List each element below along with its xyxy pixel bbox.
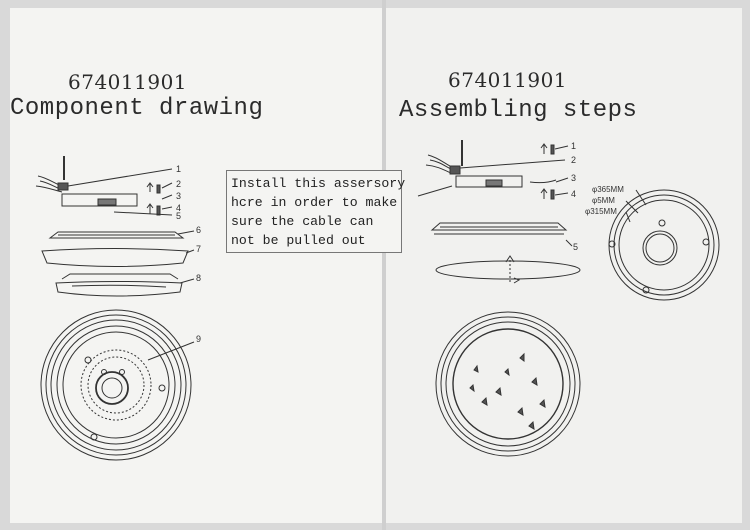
step-number-5: 5 bbox=[573, 242, 578, 252]
left-cable-assembly bbox=[35, 156, 173, 216]
left-model-number: 674011901 bbox=[68, 70, 188, 94]
right-mounting-plate bbox=[608, 189, 720, 301]
right-cable-assembly bbox=[417, 140, 569, 200]
right-model-number: 674011901 bbox=[448, 68, 568, 92]
cable-clamp-note: Install this assersory hcre in order to … bbox=[226, 170, 406, 253]
part-number-2: 2 bbox=[176, 179, 181, 189]
dimension-outer: φ365MM bbox=[592, 185, 624, 194]
note-line-4: not be pulled out bbox=[231, 233, 366, 248]
right-plan-view bbox=[435, 311, 581, 457]
part-number-7: 7 bbox=[196, 244, 201, 254]
part-number-3: 3 bbox=[176, 191, 181, 201]
right-diffuser bbox=[435, 255, 581, 284]
step-number-3: 3 bbox=[571, 173, 576, 183]
part-number-5: 5 bbox=[176, 211, 181, 221]
step-number-4: 4 bbox=[571, 189, 576, 199]
right-page-title: Assembling steps bbox=[399, 97, 638, 124]
step-number-2: 2 bbox=[571, 155, 576, 165]
left-ring-6 bbox=[48, 230, 195, 239]
part-number-9: 9 bbox=[196, 334, 201, 344]
left-base-8 bbox=[55, 273, 195, 297]
page-fold bbox=[382, 0, 386, 530]
left-plan-view-9 bbox=[40, 309, 195, 461]
note-line-2: hcre in order to make bbox=[231, 195, 398, 210]
right-ring-5 bbox=[430, 222, 573, 247]
note-line-1: Install this assersory bbox=[231, 176, 406, 191]
part-number-8: 8 bbox=[196, 273, 201, 283]
note-line-3: sure the cable can bbox=[231, 214, 374, 229]
part-number-4: 4 bbox=[176, 203, 181, 213]
step-number-1: 1 bbox=[571, 141, 576, 151]
part-number-1: 1 bbox=[176, 164, 181, 174]
dimension-hole: φ5MM bbox=[592, 196, 615, 205]
left-page-title: Component drawing bbox=[10, 95, 264, 122]
part-number-6: 6 bbox=[196, 225, 201, 235]
dimension-inner: φ315MM bbox=[585, 207, 617, 216]
left-diffuser-7 bbox=[41, 248, 195, 267]
